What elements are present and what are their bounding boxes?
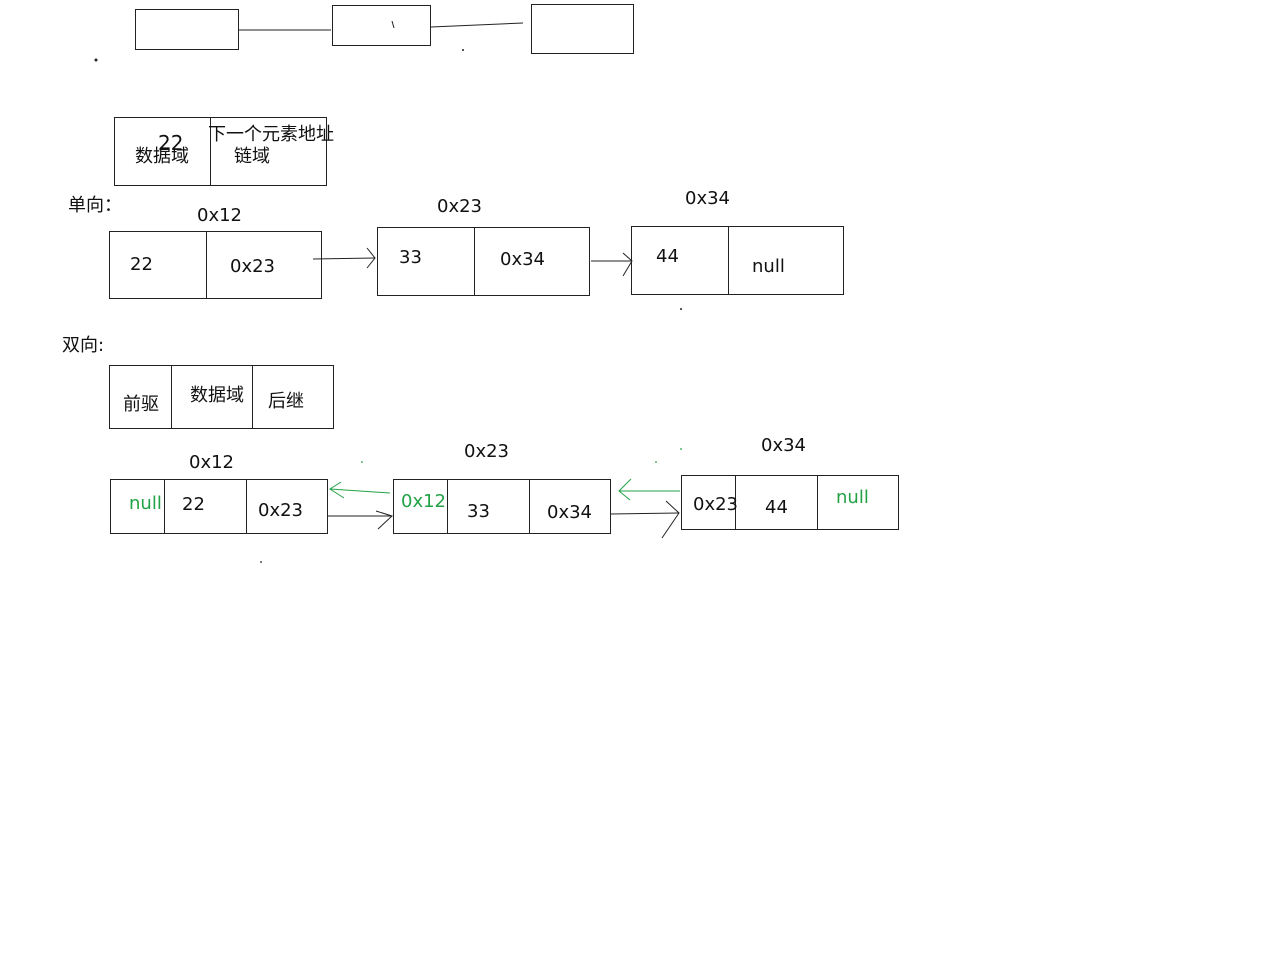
doubly-node-3-data: 44 bbox=[765, 497, 788, 518]
singly-node-2-next: 0x34 bbox=[500, 249, 546, 270]
singly-node-1-next: 0x23 bbox=[230, 256, 276, 277]
doubly-node-3-divider-1 bbox=[735, 476, 736, 529]
stray-dot bbox=[655, 461, 657, 463]
sketch-box-3 bbox=[531, 4, 634, 54]
stray-dot bbox=[361, 461, 363, 463]
singly-arrow-1-to-2 bbox=[312, 247, 376, 269]
doubly-arrow-1-to-2 bbox=[328, 510, 393, 530]
doubly-node-2-prev: 0x12 bbox=[401, 491, 447, 512]
doubly-linked-heading: 双向: bbox=[62, 335, 105, 356]
stray-dot bbox=[260, 561, 262, 563]
doubly-node-1 bbox=[110, 479, 328, 534]
doubly-node-1-data: 22 bbox=[182, 494, 205, 515]
doubly-node-2-divider-2 bbox=[529, 480, 530, 533]
doubly-node-1-divider-2 bbox=[246, 480, 247, 533]
singly-arrow-2-to-3 bbox=[591, 252, 633, 277]
doubly-structure-data-label: 数据域 bbox=[190, 385, 244, 406]
singly-node-2 bbox=[377, 227, 590, 296]
node-structure-next-address-label: 下一个元素地址 bbox=[208, 124, 334, 145]
singly-linked-heading: 单向： bbox=[68, 195, 122, 216]
doubly-node-1-next: 0x23 bbox=[258, 500, 304, 521]
node-structure-box bbox=[114, 117, 327, 186]
doubly-node-2-divider-1 bbox=[447, 480, 448, 533]
doubly-structure-box bbox=[109, 365, 334, 429]
sketch-box-2 bbox=[332, 5, 431, 46]
doubly-back-arrow-3-to-2 bbox=[618, 478, 680, 501]
doubly-node-3-prev: 0x23 bbox=[693, 494, 739, 515]
doubly-node-3-divider-2 bbox=[817, 476, 818, 529]
singly-node-3-data: 44 bbox=[656, 246, 679, 267]
sketch-tick bbox=[391, 20, 395, 29]
singly-node-2-data: 33 bbox=[399, 247, 422, 268]
node-structure-divider bbox=[210, 118, 211, 185]
stray-dot bbox=[680, 448, 682, 450]
doubly-structure-divider-2 bbox=[252, 366, 253, 428]
stray-dot bbox=[680, 308, 682, 310]
singly-node-2-address: 0x23 bbox=[437, 196, 483, 217]
node-structure-link-field-label: 链域 bbox=[234, 146, 270, 167]
doubly-node-2-data: 33 bbox=[467, 501, 490, 522]
singly-node-1-address: 0x12 bbox=[197, 205, 243, 226]
singly-node-3-divider bbox=[728, 227, 729, 294]
singly-node-1 bbox=[109, 231, 322, 299]
doubly-structure-divider-1 bbox=[171, 366, 172, 428]
singly-node-1-data: 22 bbox=[130, 254, 153, 275]
doubly-node-3 bbox=[681, 475, 899, 530]
doubly-node-3-next: null bbox=[836, 487, 869, 508]
node-structure-example-value: 22 bbox=[158, 131, 184, 155]
sketch-connector-2 bbox=[430, 22, 524, 28]
doubly-node-2 bbox=[393, 479, 611, 534]
doubly-structure-prev-label: 前驱 bbox=[123, 394, 159, 415]
doubly-node-3-address: 0x34 bbox=[761, 435, 807, 456]
sketch-dot bbox=[94, 58, 98, 62]
sketch-box-1 bbox=[135, 9, 239, 50]
singly-node-2-divider bbox=[474, 228, 475, 295]
doubly-arrow-2-to-3 bbox=[610, 500, 680, 539]
singly-node-1-divider bbox=[206, 232, 207, 298]
doubly-node-2-next: 0x34 bbox=[547, 502, 593, 523]
sketch-dot bbox=[462, 49, 464, 51]
doubly-structure-next-label: 后继 bbox=[268, 391, 304, 412]
node-structure-data-field-label: 数据域 bbox=[135, 146, 189, 167]
doubly-node-1-divider-1 bbox=[164, 480, 165, 533]
singly-node-3-address: 0x34 bbox=[685, 188, 731, 209]
singly-node-3-next: null bbox=[752, 256, 785, 277]
doubly-node-1-prev: null bbox=[129, 493, 162, 514]
doubly-back-arrow-2-to-1 bbox=[329, 481, 391, 499]
doubly-node-2-address: 0x23 bbox=[464, 441, 510, 462]
doubly-node-1-address: 0x12 bbox=[189, 452, 235, 473]
